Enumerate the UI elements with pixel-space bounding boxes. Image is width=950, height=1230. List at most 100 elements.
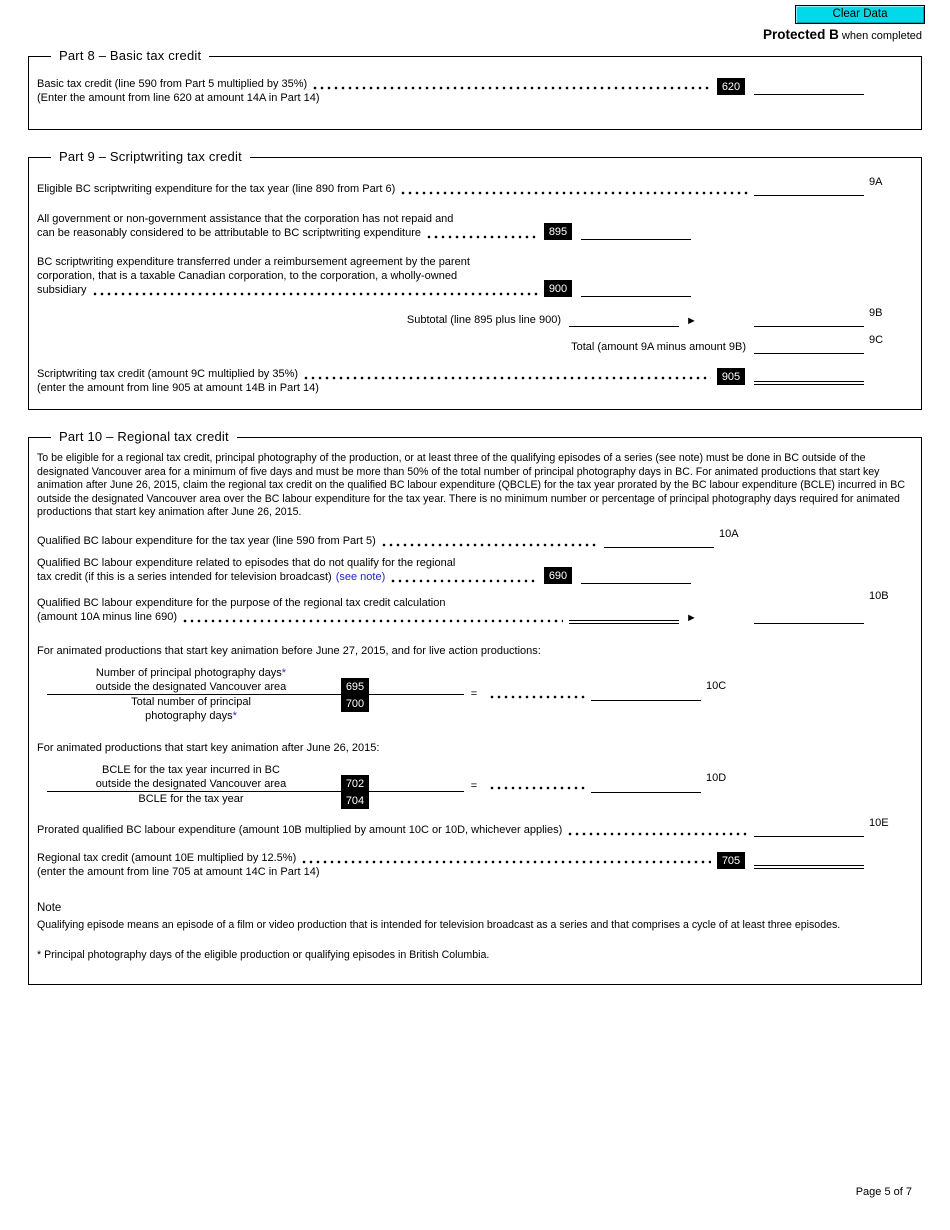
- frac10d-num-l1: BCLE for the tax year incurred in BC: [102, 763, 280, 776]
- row-705-label: Regional tax credit (amount 10E multipli…: [37, 851, 297, 864]
- fraction-10c: Number of principal photography days* ou…: [47, 666, 913, 723]
- protected-b-label: Protected B: [763, 27, 839, 42]
- row-905-label: Scriptwriting tax credit (amount 9C mult…: [37, 368, 299, 380]
- part10-title: Part 10 – Regional tax credit: [51, 429, 237, 444]
- equals-sign: =: [470, 779, 478, 792]
- amount-field-10c[interactable]: [591, 687, 701, 702]
- total-label: Total (amount 9A minus amount 9B): [571, 341, 746, 353]
- heading-before-june27: For animated productions that start key …: [37, 644, 541, 657]
- row-705: Regional tax credit (amount 10E multipli…: [37, 851, 913, 879]
- row-895-label-l2: can be reasonably considered to be attri…: [37, 227, 422, 239]
- amount-field-900[interactable]: [581, 283, 691, 297]
- amount-field-10e[interactable]: [754, 823, 864, 837]
- dot-leader: [304, 370, 711, 381]
- dot-leader: [401, 185, 748, 196]
- dot-leader: [490, 780, 585, 792]
- row-10e: Prorated qualified BC labour expenditure…: [37, 817, 913, 837]
- line-code-700: 700: [341, 694, 369, 712]
- amount-field-9b[interactable]: [754, 313, 864, 327]
- line-code-620: 620: [717, 78, 745, 95]
- row-10a-label: Qualified BC labour expenditure for the …: [37, 534, 376, 547]
- subtotal-field-left[interactable]: [569, 313, 679, 327]
- row-basic-tax-credit: Basic tax credit (line 590 from Part 5 m…: [37, 77, 913, 105]
- part10-section: Part 10 – Regional tax credit To be elig…: [28, 429, 922, 985]
- line-code-900: 900: [544, 280, 572, 297]
- row-690: Qualified BC labour expenditure related …: [37, 556, 913, 584]
- amount-field-705[interactable]: [754, 854, 864, 869]
- dot-leader: [92, 286, 538, 297]
- frac10c-den-l2: photography days: [145, 709, 233, 722]
- equals-sign: =: [470, 688, 478, 701]
- part9-title: Part 9 – Scriptwriting tax credit: [51, 149, 250, 164]
- row-705-note: (enter the amount from line 705 at amoun…: [37, 865, 320, 878]
- part9-section: Part 9 – Scriptwriting tax credit Eligib…: [28, 149, 922, 410]
- row-9a-label: Eligible BC scriptwriting expenditure fo…: [37, 183, 396, 195]
- row-900-label-l1: BC scriptwriting expenditure transferred…: [37, 256, 470, 268]
- dot-leader: [302, 853, 711, 865]
- regional-credit-intro: To be eligible for a regional tax credit…: [37, 452, 905, 519]
- ref-9b: 9B: [869, 307, 883, 319]
- fraction-10d: BCLE for the tax year incurred in BC out…: [47, 763, 913, 809]
- line-code-690: 690: [544, 566, 572, 584]
- arrow-right-icon: ►: [686, 315, 697, 327]
- row-subtotal-9b: Subtotal (line 895 plus line 900) ► 9B: [37, 307, 913, 327]
- amount-field-895[interactable]: [581, 226, 691, 240]
- amount-field-9c[interactable]: [754, 340, 864, 354]
- ref-10d: 10D: [706, 771, 727, 784]
- amount-field-620[interactable]: [754, 81, 864, 95]
- dot-leader: [391, 572, 538, 584]
- protected-suffix-label: when completed: [841, 30, 922, 42]
- see-note-link[interactable]: (see note): [335, 570, 386, 583]
- heading-after-june26: For animated productions that start key …: [37, 741, 380, 754]
- frac10d-den-l1: BCLE for the tax year: [138, 792, 244, 805]
- line-code-695: 695: [341, 677, 369, 695]
- top-bar: Clear Data Protected B when completed: [0, 0, 950, 42]
- footnote: * Principal photography days of the elig…: [37, 949, 913, 961]
- amount-field-905[interactable]: [754, 370, 864, 385]
- calc-field-10b-left[interactable]: [569, 609, 679, 624]
- arrow-right-icon: ►: [686, 611, 697, 624]
- row-10b-label-l1: Qualified BC labour expenditure for the …: [37, 596, 446, 609]
- page-number: Page 5 of 7: [855, 1186, 912, 1198]
- ref-9a: 9A: [869, 176, 883, 188]
- dot-leader: [490, 688, 585, 700]
- amount-field-9a[interactable]: [754, 182, 864, 196]
- ref-10e: 10E: [869, 816, 889, 829]
- row-10e-label: Prorated qualified BC labour expenditure…: [37, 823, 563, 836]
- clear-data-button[interactable]: Clear Data: [795, 5, 925, 24]
- row-10a: Qualified BC labour expenditure for the …: [37, 528, 913, 548]
- note-body: Qualifying episode means an episode of a…: [37, 918, 841, 931]
- dot-leader: [427, 229, 538, 240]
- ref-10a: 10A: [719, 527, 739, 540]
- amount-field-10b[interactable]: [754, 610, 864, 624]
- amount-field-10a[interactable]: [604, 534, 714, 548]
- row-900: BC scriptwriting expenditure transferred…: [37, 255, 913, 297]
- row-690-label-l1: Qualified BC labour expenditure related …: [37, 556, 456, 569]
- line-code-905: 905: [717, 368, 745, 385]
- frac10d-num-l2: outside the designated Vancouver area: [95, 777, 287, 790]
- footnote-text: Principal photography days of the eligib…: [44, 948, 490, 961]
- dot-leader: [183, 612, 563, 624]
- line-code-704: 704: [341, 791, 369, 809]
- row-9a: Eligible BC scriptwriting expenditure fo…: [37, 176, 913, 196]
- line-code-895: 895: [544, 223, 572, 240]
- protected-marking: Protected B when completed: [0, 27, 925, 42]
- amount-field-10d[interactable]: [591, 779, 701, 793]
- ref-10b: 10B: [869, 589, 889, 602]
- part8-title: Part 8 – Basic tax credit: [51, 48, 210, 63]
- part8-section: Part 8 – Basic tax credit Basic tax cred…: [28, 48, 922, 130]
- amount-field-690[interactable]: [581, 570, 691, 584]
- line-code-705: 705: [717, 851, 745, 869]
- dot-leader: [568, 825, 748, 837]
- row-895-label-l1: All government or non-government assista…: [37, 213, 454, 225]
- row-900-label-l3: subsidiary: [37, 284, 87, 296]
- basic-tax-credit-note: (Enter the amount from line 620 at amoun…: [37, 92, 320, 104]
- row-10b-label-l2: (amount 10A minus line 690): [37, 610, 178, 623]
- row-690-label-l2: tax credit (if this is a series intended…: [37, 570, 332, 583]
- asterisk-note-icon: *: [232, 709, 237, 722]
- note-title: Note: [37, 901, 62, 914]
- row-895: All government or non-government assista…: [37, 212, 913, 240]
- frac10c-den-l1: Total number of principal: [131, 695, 251, 708]
- dot-leader: [381, 536, 598, 548]
